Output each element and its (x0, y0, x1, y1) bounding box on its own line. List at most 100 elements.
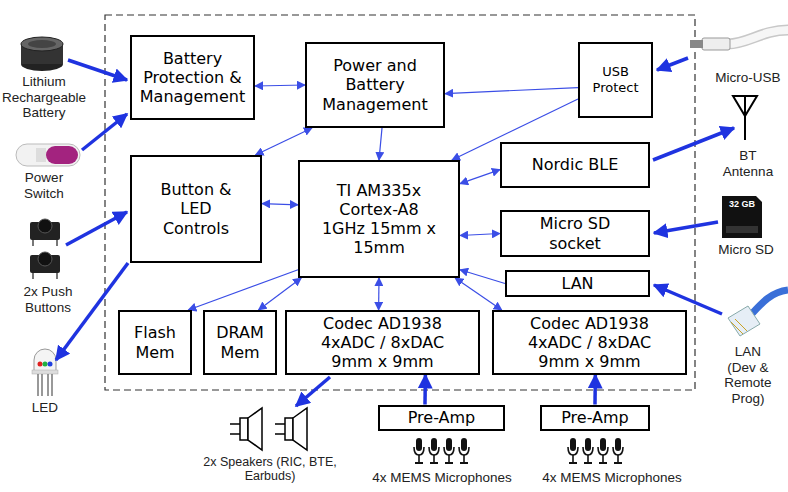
caption-text: 4x MEMS Microphones (542, 470, 682, 485)
power-switch-icon (16, 144, 80, 166)
external-arrow (82, 114, 127, 150)
process-box: USB Protect (578, 42, 653, 118)
caption-text: 4x MEMS Microphones (372, 470, 512, 485)
mems-microphone-icon (459, 438, 469, 463)
process-box: Codec AD1938 4xADC / 8xDAC 9mm x 9mm (285, 310, 480, 375)
box-label: DRAM Mem (209, 323, 271, 361)
external-arrow (66, 212, 127, 245)
box-label: Micro SD socket (525, 214, 625, 252)
speaker-icon (230, 423, 240, 425)
process-box: Battery Protection & Management (130, 35, 255, 120)
connector-arrow (262, 204, 298, 205)
micro-usb-cable (690, 30, 788, 50)
connector-arrow (460, 234, 500, 236)
caption: Power Switch (4, 170, 84, 201)
process-box: TI AM335x Cortex-A8 1GHz 15mm x 15mm (298, 160, 460, 278)
caption-text: Lithium Rechargeable Battery (2, 74, 86, 120)
process-box: Pre-Amp (378, 405, 505, 431)
caption: 2x Speakers (RIC, BTE, Earbuds) (195, 455, 345, 484)
caption-text: 32 GB (729, 199, 755, 209)
push-button-icon (38, 219, 52, 233)
mems-microphone-icon (414, 438, 424, 463)
caption: Micro SD (708, 242, 784, 258)
led-icon (32, 349, 58, 396)
micro-usb-cable (728, 30, 788, 44)
process-box: Codec AD1938 4xADC / 8xDAC 9mm x 9mm (492, 310, 687, 375)
battery-icon (28, 40, 56, 48)
micro-usb-cable (702, 38, 730, 50)
lan-cable-icon (728, 290, 788, 336)
box-label: Nordic BLE (532, 155, 619, 174)
box-label: Battery Protection & Management (136, 49, 249, 107)
mems-microphone-icon (568, 438, 578, 463)
connector-arrow (378, 278, 380, 310)
process-box: LAN (505, 270, 650, 297)
box-label: TI AM335x Cortex-A8 1GHz 15mm x 15mm (317, 181, 442, 258)
power-switch-icon (16, 144, 80, 166)
led-icon (37, 374, 39, 396)
connector-arrow (460, 170, 500, 184)
speaker-icon (248, 408, 262, 450)
external-arrow (68, 60, 127, 80)
caption-text: LAN (Dev & Remote Prog) (724, 344, 771, 406)
connector-arrow (460, 270, 505, 284)
caption: LAN (Dev & Remote Prog) (720, 344, 776, 406)
connector-arrow (593, 375, 597, 405)
caption-text: Micro-USB (715, 70, 780, 85)
bt-antenna-icon (744, 96, 746, 140)
box-label: Power and Battery Management (315, 56, 435, 114)
power-switch-icon (46, 146, 78, 164)
box-label: LAN (561, 274, 593, 293)
push-button-icon (30, 219, 60, 279)
caption-text: BT Antenna (723, 148, 773, 179)
external-arrow (657, 58, 688, 70)
push-button-icon (56, 273, 58, 279)
led-icon (47, 374, 49, 396)
caption-text: Micro SD (718, 242, 774, 257)
speaker-icon (285, 418, 293, 440)
box-label: Codec AD1938 4xADC / 8xDAC 9mm x 9mm (515, 314, 665, 372)
speaker-icon (240, 418, 248, 440)
lan-cable-icon (728, 306, 760, 336)
push-button-icon (32, 273, 34, 279)
connector-arrow (455, 278, 502, 310)
speaker-icon (275, 433, 285, 435)
speaker-icon (275, 423, 285, 425)
process-box: Power and Battery Management (305, 42, 445, 128)
process-box: Button & LED Controls (130, 155, 262, 263)
connector-arrow (445, 88, 578, 94)
external-arrow (296, 377, 330, 406)
caption: 4x MEMS Microphones (527, 470, 697, 486)
mems-microphone-icon (613, 438, 623, 463)
sd-card-icon (726, 226, 758, 233)
led-icon (43, 362, 48, 367)
lan-cable-icon (748, 290, 788, 318)
battery-icon (21, 37, 63, 51)
battery-icon (21, 37, 63, 71)
box-label: Pre-Amp (408, 408, 476, 427)
box-label: Flash Mem (124, 323, 186, 361)
power-switch-icon (36, 148, 46, 162)
led-icon (38, 362, 43, 367)
caption: Lithium Rechargeable Battery (0, 74, 89, 121)
micro-usb-cable (728, 30, 788, 44)
connector-arrow (188, 270, 298, 310)
sd-card-icon (722, 196, 762, 238)
caption: Micro-USB (710, 70, 786, 86)
mems-microphone-icon (583, 438, 593, 463)
sd-card-icon (722, 196, 762, 238)
process-box: DRAM Mem (203, 310, 277, 375)
push-button-icon (56, 240, 58, 246)
process-box: Nordic BLE (500, 142, 650, 188)
push-button-icon (32, 240, 34, 246)
bt-antenna-icon (733, 96, 757, 140)
connector-arrow (423, 375, 427, 405)
caption-text: 2x Speakers (RIC, BTE, Earbuds) (203, 455, 336, 483)
external-arrow (654, 222, 718, 233)
mems-microphone-icon (414, 438, 623, 463)
connector-arrow (255, 85, 305, 86)
caption-text: Power Switch (24, 170, 64, 201)
speaker-icon (230, 408, 307, 450)
mems-microphone-icon (598, 438, 608, 463)
